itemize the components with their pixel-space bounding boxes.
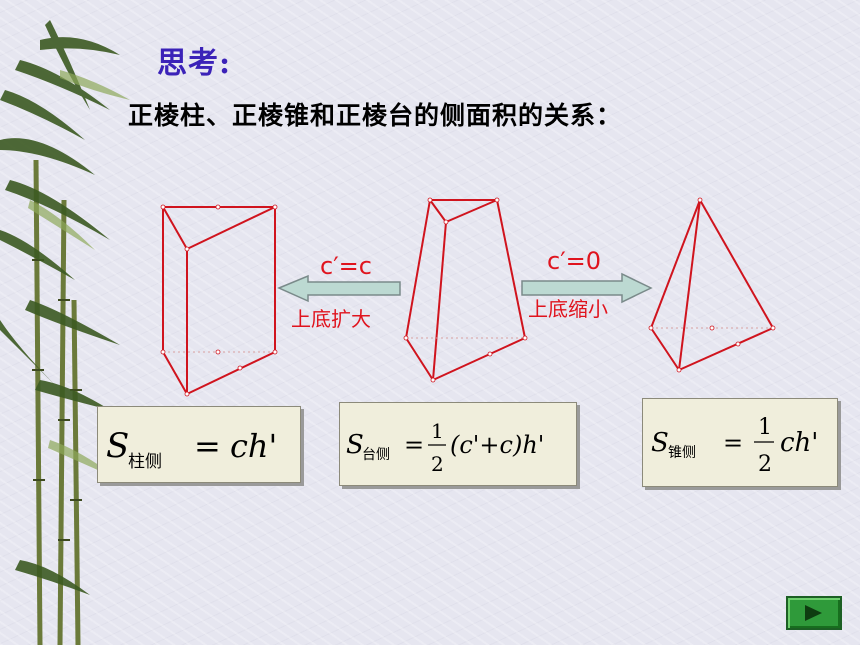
frustum-formula-box: S 台侧 = 1 2 (c'+c)h'	[339, 402, 577, 486]
right-arrow-label: 上底缩小	[528, 297, 608, 321]
frustum-eq: =	[404, 431, 424, 459]
prism-eq: =	[194, 427, 221, 465]
left-arrow-label: 上底扩大	[291, 307, 371, 331]
prism-S: S	[106, 426, 129, 466]
prism-formula-box: S 柱侧 = ch'	[97, 406, 301, 483]
pyramid-sub: 锥侧	[668, 445, 696, 461]
pyramid-eq: =	[723, 429, 743, 457]
page-title: 思考:	[157, 46, 232, 81]
pyramid-formula-box: S 锥侧 = 1 2 ch'	[642, 398, 838, 487]
frustum-S: S	[346, 430, 364, 460]
prism-sub: 柱侧	[128, 452, 162, 472]
pyramid-S: S	[651, 428, 669, 458]
prism-rhs: ch'	[230, 427, 277, 465]
frustum-rhs: (c'+c)h'	[450, 431, 544, 459]
pyramid-num: 1	[758, 415, 772, 440]
next-slide-button[interactable]	[786, 596, 842, 630]
frustum-figure	[405, 199, 526, 381]
frustum-den: 2	[431, 452, 444, 476]
left-condition: c′=c	[320, 252, 372, 280]
question-text: 正棱柱、正棱锥和正棱台的侧面积的关系：	[128, 101, 623, 130]
play-triangle-icon	[805, 605, 822, 621]
left-arrow-icon	[277, 274, 401, 303]
bamboo-decoration	[0, 20, 130, 645]
frustum-sub: 台侧	[362, 447, 390, 463]
pyramid-rhs: ch'	[780, 428, 818, 458]
pyramid-figure	[650, 199, 774, 371]
frustum-num: 1	[431, 419, 444, 443]
right-arrow-icon	[521, 272, 653, 304]
prism-figure	[162, 206, 276, 395]
pyramid-den: 2	[758, 452, 772, 477]
right-condition: c′=0	[547, 247, 601, 275]
